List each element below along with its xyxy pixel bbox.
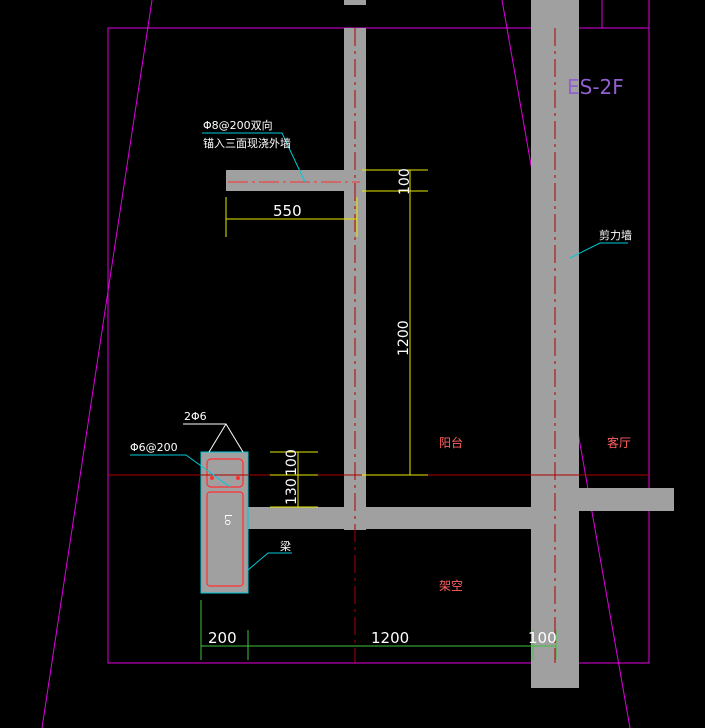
- dim-text-beam-130: 130: [284, 478, 300, 505]
- slab-cantilever: [226, 170, 366, 191]
- boundary-slant-left: [41, 0, 153, 728]
- beam-section-mark: Lo: [222, 514, 233, 526]
- wall-stub-top: [344, 0, 366, 5]
- room-overhead: 架空: [439, 579, 463, 593]
- walls: [201, 0, 674, 688]
- leader-shear-wall: [569, 242, 628, 259]
- dim-text-bottom-1200: 1200: [371, 629, 409, 647]
- dim-text-beam-100: 100: [284, 449, 300, 476]
- beam-horizontal: [246, 507, 533, 529]
- leader-slab-note: [202, 132, 306, 183]
- leaders: [130, 132, 628, 571]
- beam-stirrup-top: [206, 458, 244, 488]
- sheet-frame: [107, 27, 650, 664]
- dim-text-550: 550: [273, 202, 302, 220]
- rebar-note-line1: Φ8@200双向: [203, 118, 273, 132]
- room-balcony: 阳台: [439, 435, 463, 450]
- leader-2phi6-branch: [208, 423, 227, 453]
- leader-2phi6: [183, 423, 244, 453]
- dim-text-top-100: 100: [397, 168, 413, 195]
- dim-text-bottom-100: 100: [528, 629, 557, 647]
- wall-stub-right: [578, 488, 674, 511]
- drawing-tag: ES-2F: [567, 75, 624, 99]
- leader-stirrup: [130, 454, 231, 488]
- dimensions: [225, 169, 428, 508]
- leader-beam: [247, 552, 292, 571]
- rebar-dot: [210, 476, 214, 480]
- bottom-dimensions: [200, 600, 557, 660]
- stirrup-spec-label: Φ6@200: [130, 441, 178, 454]
- shear-wall-label: 剪力墙: [599, 228, 632, 242]
- room-living: 客厅: [607, 435, 631, 450]
- rebar-dot: [236, 476, 240, 480]
- beam-label: 梁: [280, 539, 291, 553]
- longitudinal-bars-label: 2Φ6: [184, 410, 207, 423]
- dim-text-bottom-200: 200: [208, 629, 237, 647]
- dim-text-1200-vertical: 1200: [396, 320, 412, 356]
- leader-2phi6-line: [183, 423, 244, 453]
- beam-section-outline: [200, 451, 249, 594]
- beam-stirrup-body: [206, 491, 244, 587]
- rebar-note-line2: 锚入三面现浇外墙: [203, 136, 291, 150]
